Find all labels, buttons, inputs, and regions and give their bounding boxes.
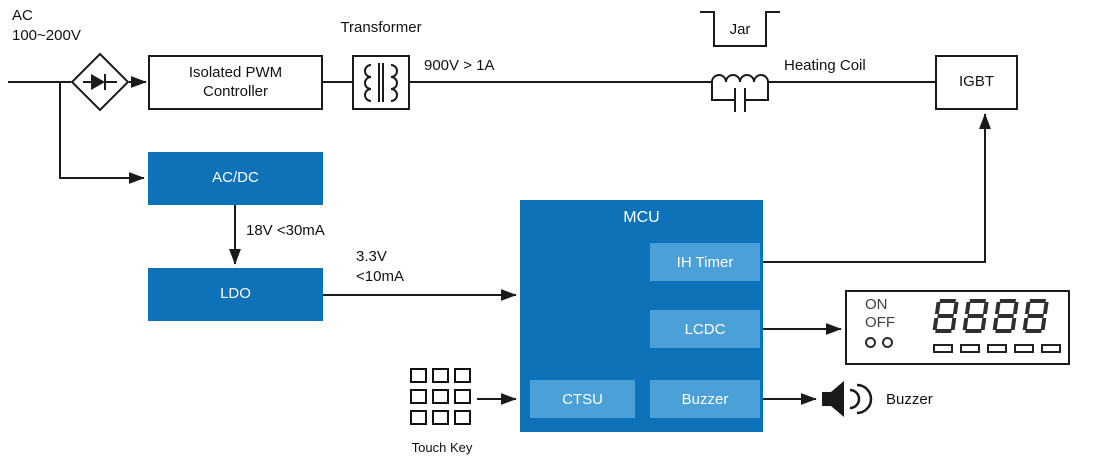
diode-icon: [91, 74, 105, 90]
lcdc-label: LCDC: [684, 320, 726, 338]
transformer-block: [352, 55, 410, 110]
igbt-label: IGBT: [958, 73, 994, 91]
display-led-circle: [882, 337, 893, 348]
capacitor-symbol: [711, 82, 769, 112]
power-rating-label: 900V > 1A: [424, 57, 495, 74]
display-bar-segment: [987, 344, 1007, 353]
ldo-to-mcu-line1: 3.3V: [356, 248, 387, 265]
ac-label-line1: AC: [12, 7, 33, 24]
igbt-block: IGBT: [935, 55, 1018, 110]
touch-key-label: Touch Key: [411, 440, 473, 455]
display-panel: ON OFF: [845, 290, 1070, 365]
touch-key-cell: [410, 410, 427, 425]
touch-key-cell: [454, 389, 471, 404]
ldo-block: LDO: [148, 268, 323, 321]
jar-label: Jar: [729, 21, 751, 38]
touch-key-cell: [432, 389, 449, 404]
display-on-label: ON: [865, 296, 888, 313]
mcu-block: MCU IH Timer LCDC CTSU Buzzer: [520, 200, 763, 432]
display-bar-segment: [960, 344, 980, 353]
buzzer-block: Buzzer: [650, 380, 760, 418]
buzzer-block-label: Buzzer: [681, 390, 729, 408]
rectifier-to-acdc-wire: [59, 82, 145, 184]
ctsu-block: CTSU: [530, 380, 635, 418]
ldo-to-mcu-label: 3.3V <10mA: [356, 247, 404, 286]
buzzer-out-label: Buzzer: [886, 391, 933, 408]
touch-key-cell: [454, 368, 471, 383]
display-bar-segment: [1014, 344, 1034, 353]
isolated-pwm-controller-block: Isolated PWM Controller: [148, 55, 323, 110]
transformer-symbol: [364, 63, 398, 102]
jar-symbol: [700, 11, 780, 47]
transformer-label: Transformer: [340, 19, 422, 36]
display-bar-row: [933, 344, 1061, 353]
ac-label-line2: 100~200V: [12, 26, 81, 44]
touch-key-cell: [410, 389, 427, 404]
lcdc-block: LCDC: [650, 310, 760, 348]
mcu-title: MCU: [623, 209, 660, 226]
acdc-to-ldo-label: 18V <30mA: [246, 222, 325, 239]
speaker-wave-icon: [849, 383, 873, 415]
pwm-label-line1: Isolated PWM: [188, 63, 283, 81]
ih-timer-label: IH Timer: [676, 253, 734, 271]
seven-segment-display: [932, 299, 1049, 333]
touch-key-cell: [410, 368, 427, 383]
pwm-label-line2: Controller: [202, 82, 269, 100]
acdc-block: AC/DC: [148, 152, 323, 205]
ac-source-label: AC 100~200V: [12, 6, 81, 45]
speaker-icon: [822, 381, 844, 417]
touch-key-cell: [454, 410, 471, 425]
touch-key-grid: [410, 368, 471, 425]
acdc-label: AC/DC: [212, 169, 259, 187]
display-led-circle: [865, 337, 876, 348]
display-led-row: [865, 337, 893, 348]
display-bar-segment: [1041, 344, 1061, 353]
touch-key-cell: [432, 410, 449, 425]
display-off-label: OFF: [865, 314, 895, 331]
touch-key-cell: [432, 368, 449, 383]
display-bar-segment: [933, 344, 953, 353]
ldo-to-mcu-line2: <10mA: [356, 267, 404, 285]
ctsu-label: CTSU: [562, 390, 603, 408]
heating-coil-label: Heating Coil: [784, 57, 866, 74]
inductor-symbol: [711, 74, 769, 83]
ihtimer-to-igbt-wire: [763, 113, 991, 263]
ih-timer-block: IH Timer: [650, 243, 760, 281]
ldo-label: LDO: [220, 285, 251, 303]
